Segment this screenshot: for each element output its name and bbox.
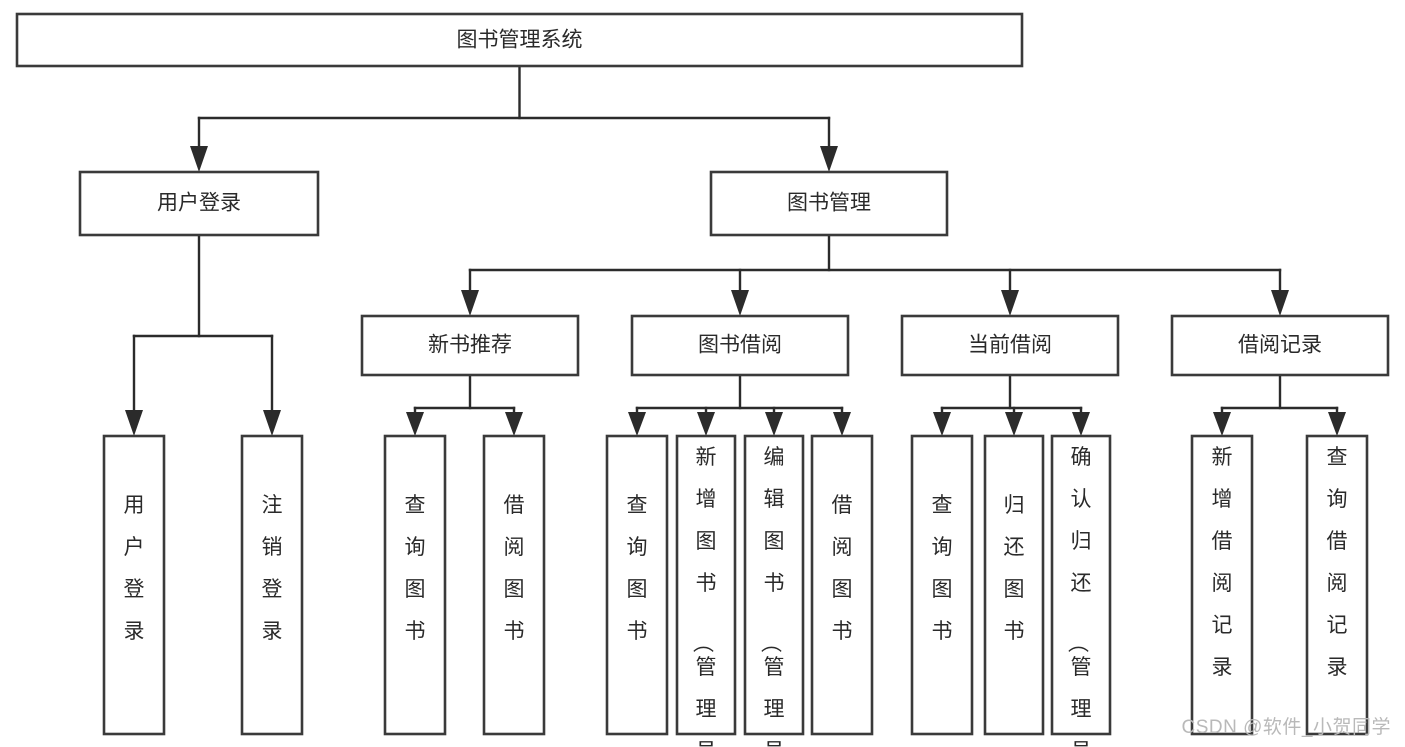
node-current-borrow-label: 当前借阅 — [968, 334, 1052, 357]
leaf-node-box[interactable] — [605, 434, 669, 736]
node-current-borrow[interactable]: 当前借阅 — [900, 314, 1120, 377]
leaf-node[interactable]: 确认归还（管理员） — [1050, 434, 1112, 747]
leaf-node[interactable]: 查询借阅记录 — [1305, 434, 1369, 736]
node-root[interactable]: 图书管理系统 — [15, 12, 1024, 68]
leaf-node-label: 归还图书 — [1004, 494, 1025, 643]
arrow-leaf-query-book-borrow — [628, 412, 646, 436]
leaf-node[interactable]: 编辑图书（管理员） — [743, 434, 805, 747]
leaf-node-label: 借阅图书 — [832, 494, 853, 643]
leaf-node[interactable]: 查询图书 — [605, 434, 669, 736]
leaf-node-box[interactable] — [810, 434, 874, 736]
leaf-node-box[interactable] — [383, 434, 447, 736]
arrow-leaf-return-book — [1005, 412, 1023, 436]
node-root-label: 图书管理系统 — [457, 29, 583, 52]
arrow-leaf-borrow-book-rec — [505, 412, 523, 436]
leaf-node-label: 查询借阅记录 — [1327, 446, 1348, 679]
node-user-login-label: 用户登录 — [157, 192, 241, 215]
leaf-node-label: 查询图书 — [627, 494, 648, 643]
arrow-to-user-login — [190, 146, 208, 172]
leaf-node-label: 编辑图书（管理员） — [759, 446, 785, 747]
arrow-leaf-confirm-return — [1072, 412, 1090, 436]
node-root-box[interactable] — [15, 12, 1024, 68]
node-new-book-recommend[interactable]: 新书推荐 — [360, 314, 580, 377]
arrow-leaf-add-record — [1213, 412, 1231, 436]
arrow-to-book-manage — [820, 146, 838, 172]
leaf-node[interactable]: 查询图书 — [910, 434, 974, 736]
node-borrow-record[interactable]: 借阅记录 — [1170, 314, 1390, 377]
connector-group — [125, 64, 1346, 436]
leaf-node-box[interactable] — [1305, 434, 1369, 736]
leaf-node[interactable]: 归还图书 — [983, 434, 1045, 736]
leaf-node[interactable]: 借阅图书 — [482, 434, 546, 736]
leaf-node-box[interactable] — [1050, 434, 1112, 736]
leaf-node-label: 注销登录 — [262, 494, 283, 643]
leaf-node[interactable]: 借阅图书 — [810, 434, 874, 736]
node-new-book-recommend-label: 新书推荐 — [428, 334, 512, 357]
leaf-node-box[interactable] — [675, 434, 737, 736]
leaf-node-label: 新增借阅记录 — [1212, 446, 1233, 679]
leaf-node-box[interactable] — [240, 434, 304, 736]
leaf-node[interactable]: 新增图书（管理员） — [675, 434, 737, 747]
node-book-borrow-box[interactable] — [630, 314, 850, 377]
arrow-leaf-borrow-book — [833, 412, 851, 436]
leaf-node-group: 用户登录 注销登录 查询图书 借阅图书 查询图书 新增图书（管理员） 编辑图书（管理员） 借阅… — [102, 434, 1369, 747]
arrow-leaf-user-login — [125, 410, 143, 436]
node-book-manage[interactable]: 图书管理 — [709, 170, 949, 237]
leaf-node-box[interactable] — [743, 434, 805, 736]
arrow-leaf-edit-book — [765, 412, 783, 436]
arrow-leaf-query-record — [1328, 412, 1346, 436]
node-book-borrow[interactable]: 图书借阅 — [630, 314, 850, 377]
leaf-node-label: 确认归还（管理员） — [1066, 446, 1092, 747]
leaf-node[interactable]: 注销登录 — [240, 434, 304, 736]
node-borrow-record-label: 借阅记录 — [1238, 334, 1322, 357]
leaf-node-box[interactable] — [102, 434, 166, 736]
leaf-node-label: 查询图书 — [932, 494, 953, 643]
arrow-to-book-borrow — [731, 290, 749, 316]
arrow-leaf-logout — [263, 410, 281, 436]
leaf-node-box[interactable] — [983, 434, 1045, 736]
leaf-node[interactable]: 新增借阅记录 — [1190, 434, 1254, 736]
arrow-to-new-book-recommend — [461, 290, 479, 316]
leaf-node-box[interactable] — [1190, 434, 1254, 736]
arrow-leaf-query-book-rec — [406, 412, 424, 436]
leaf-node-label: 新增图书（管理员） — [691, 446, 717, 747]
node-book-borrow-label: 图书借阅 — [698, 334, 782, 357]
leaf-node-label: 查询图书 — [405, 494, 426, 643]
leaf-node-box[interactable] — [482, 434, 546, 736]
leaf-node-label: 用户登录 — [124, 494, 145, 643]
node-current-borrow-box[interactable] — [900, 314, 1120, 377]
node-user-login[interactable]: 用户登录 — [78, 170, 320, 237]
arrow-leaf-add-book — [697, 412, 715, 436]
leaf-node-box[interactable] — [910, 434, 974, 736]
arrow-to-borrow-record — [1271, 290, 1289, 316]
node-new-book-recommend-box[interactable] — [360, 314, 580, 377]
leaf-node[interactable]: 查询图书 — [383, 434, 447, 736]
node-book-manage-label: 图书管理 — [787, 192, 871, 215]
leaf-node-label: 借阅图书 — [504, 494, 525, 643]
node-book-manage-box[interactable] — [709, 170, 949, 237]
leaf-node[interactable]: 用户登录 — [102, 434, 166, 736]
arrow-to-current-borrow — [1001, 290, 1019, 316]
node-user-login-box[interactable] — [78, 170, 320, 237]
arrow-leaf-query-book-cur — [933, 412, 951, 436]
node-borrow-record-box[interactable] — [1170, 314, 1390, 377]
